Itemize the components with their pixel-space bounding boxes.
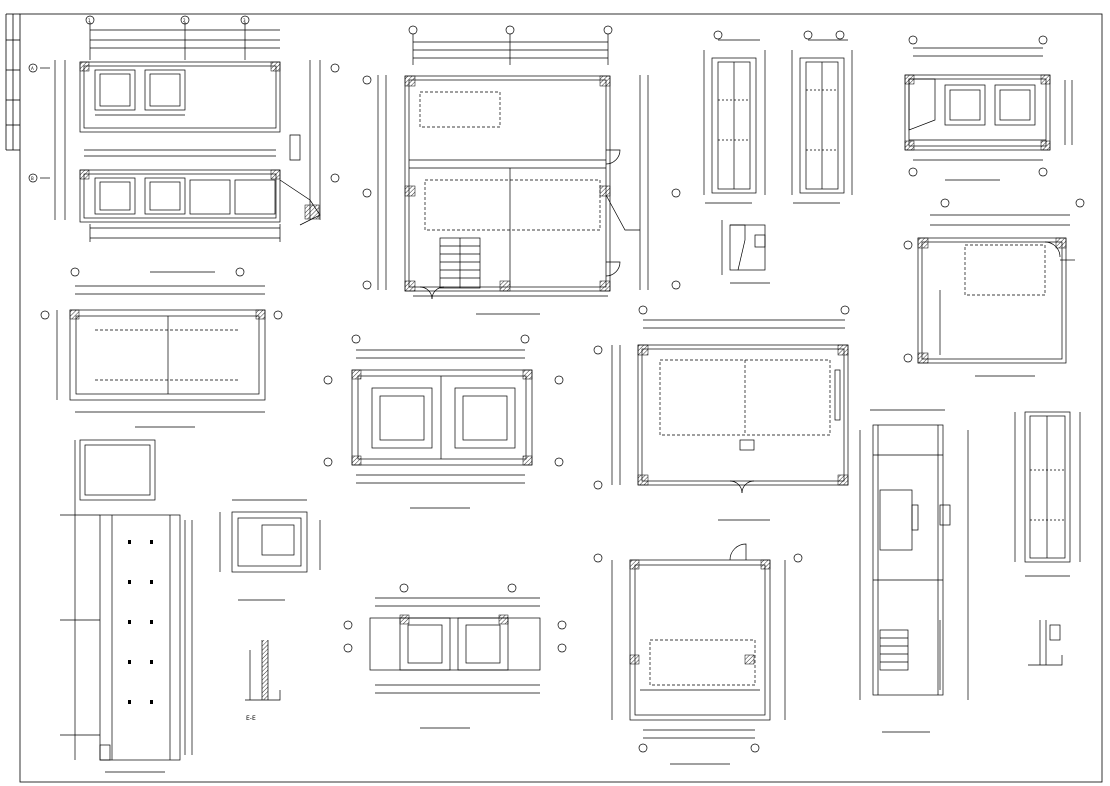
plan-bottom-right-columns (629, 559, 771, 665)
plan-mid-left-columns (69, 309, 266, 320)
plan-mid-left (40, 267, 283, 413)
plan-mid-center (323, 334, 564, 484)
plan-top-center-columns (404, 75, 611, 292)
section-tall-right (859, 409, 969, 700)
section-tall-left-marks (128, 540, 153, 704)
plan-top-right-columns (904, 74, 1051, 151)
plan-top-left-columns (79, 61, 320, 220)
detail-bottom-right (1028, 620, 1063, 666)
axis-tag-2: 2 (183, 18, 186, 23)
plan-top-center (362, 25, 681, 300)
section-narrow-right (1014, 411, 1081, 563)
plan-bottom-center-columns (399, 614, 509, 625)
axis-tag-a: A (31, 66, 34, 71)
detail-ee-label: E-E (246, 715, 256, 722)
section-b (791, 30, 853, 195)
plan-top-right (904, 35, 1073, 177)
detail-pit (219, 499, 321, 573)
section-tall-left (60, 439, 193, 761)
detail-ee-fill (262, 640, 268, 700)
section-a (703, 30, 766, 195)
detail-small (721, 220, 766, 275)
plan-mid-center-columns (351, 369, 533, 466)
plan-top-left (28, 15, 340, 242)
axis-tag-b: B (31, 176, 34, 181)
sheet-border (5, 13, 1103, 783)
plan-bottom-right (593, 543, 803, 753)
plan-mid-right (593, 305, 850, 494)
plan-right-mid (903, 198, 1085, 364)
axis-tag-1: 1 (88, 18, 91, 23)
plan-bottom-center (343, 583, 567, 694)
axis-tags: A B 1 2 3 (31, 18, 246, 181)
plan-mid-right-columns (637, 344, 849, 486)
plan-right-mid-columns (917, 237, 1067, 364)
axis-tag-3: 3 (243, 18, 246, 23)
